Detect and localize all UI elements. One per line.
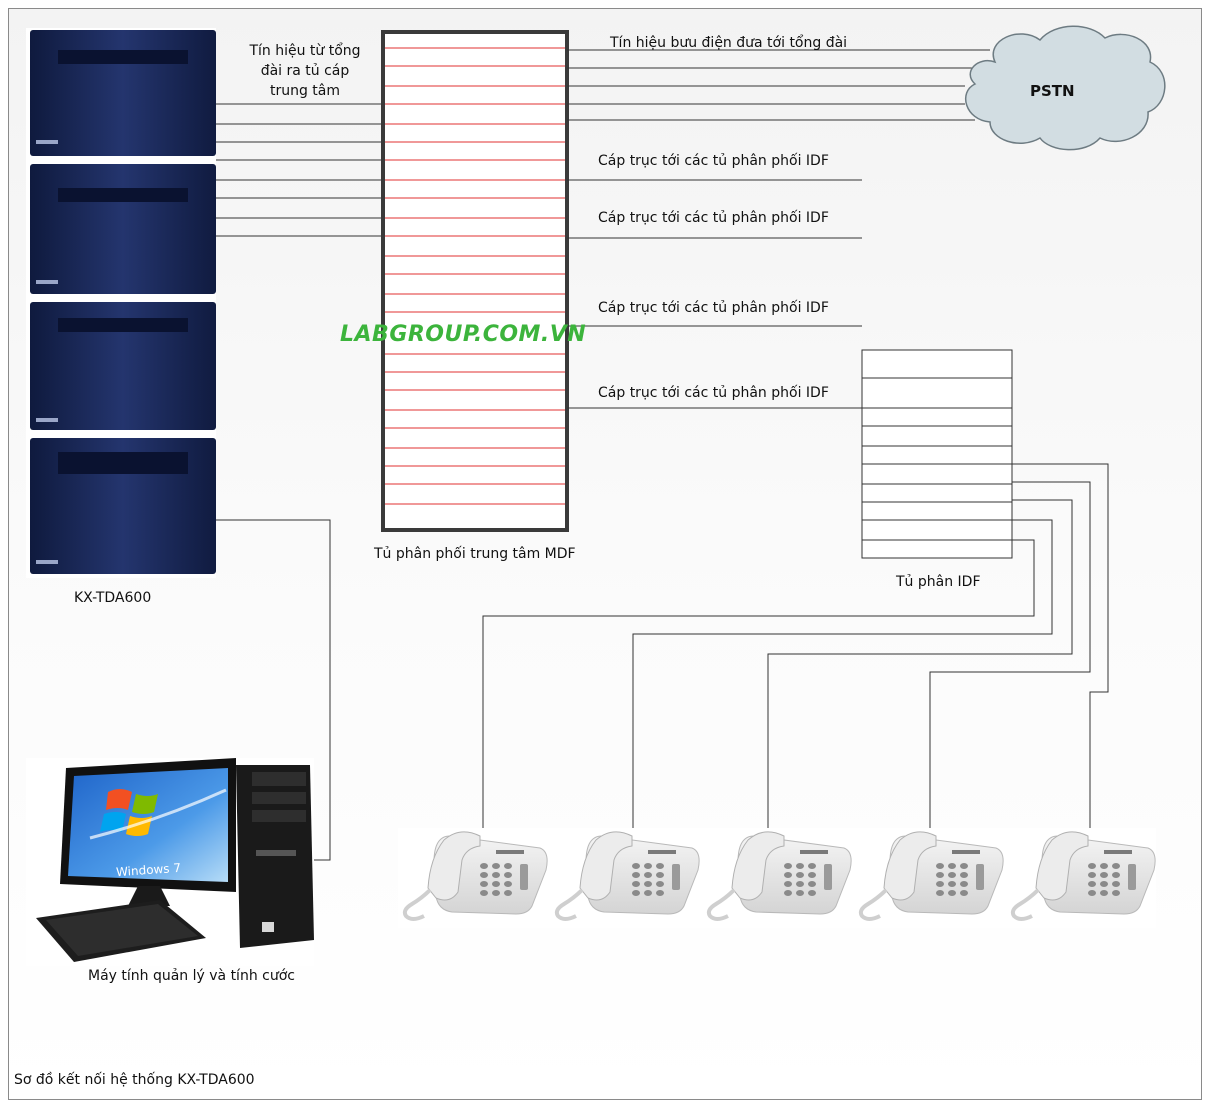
idf-cabinet	[861, 349, 1013, 559]
footer-title: Sơ đồ kết nối hệ thống KX-TDA600	[14, 1072, 255, 1088]
pbx-pc-line	[216, 519, 331, 861]
pbx-cabinet	[26, 28, 216, 578]
pstn-label: PSTN	[1030, 82, 1075, 100]
pstn-cloud	[965, 25, 1166, 151]
idf-label: Tủ phân IDF	[896, 574, 981, 590]
trunk-cables	[567, 179, 862, 409]
pbx-label: KX-TDA600	[74, 590, 152, 606]
mdf-label: Tủ phân phối trung tâm MDF	[374, 546, 576, 562]
pc-monitor	[60, 758, 236, 906]
telephones	[398, 828, 1156, 928]
pbx-mdf-lines	[216, 103, 384, 237]
mdf-rack	[381, 30, 569, 532]
telephone-icon	[1010, 831, 1156, 921]
pc-keyboard	[36, 900, 206, 962]
trunk-label-4: Cáp trục tới các tủ phân phối IDF	[598, 385, 829, 401]
pstn-signal-label: Tín hiệu bưu điện đưa tới tổng đài	[610, 35, 848, 51]
pbx-unit	[30, 164, 216, 294]
telephone-icon	[858, 831, 1004, 921]
trunk-label-1: Cáp trục tới các tủ phân phối IDF	[598, 153, 829, 169]
pbx-unit	[30, 30, 216, 156]
mdf-pstn-lines	[567, 49, 990, 121]
watermark: LABGROUP.COM.VN	[340, 322, 587, 347]
idf-phone-cables	[482, 463, 1109, 836]
computer	[26, 758, 314, 966]
trunk-label-3: Cáp trục tới các tủ phân phối IDF	[598, 300, 829, 316]
trunk-label-2: Cáp trục tới các tủ phân phối IDF	[598, 210, 829, 226]
telephone-icon	[402, 831, 548, 921]
pbx-unit	[30, 302, 216, 430]
mdf-rows	[385, 47, 565, 505]
telephone-icon	[554, 831, 700, 921]
pbx-signal-label: Tín hiệu từ tổng đài ra tủ cáp trung tâm	[249, 43, 361, 99]
pbx-unit	[30, 438, 216, 574]
pc-tower	[236, 765, 314, 948]
pc-label: Máy tính quản lý và tính cước	[88, 968, 295, 984]
telephone-icon	[706, 831, 852, 921]
